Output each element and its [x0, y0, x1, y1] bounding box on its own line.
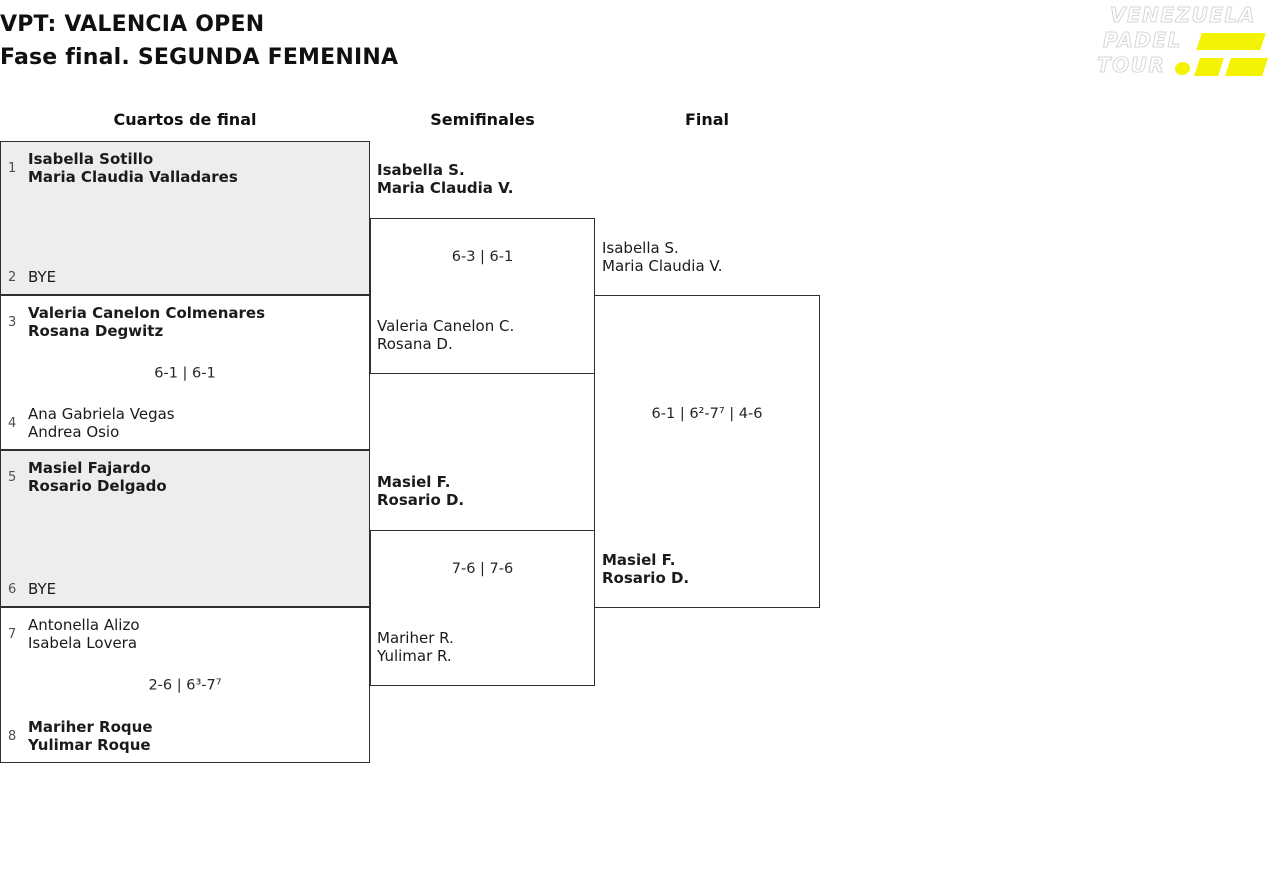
player-name: Isabella S.: [602, 239, 679, 257]
sf2-top-team: Masiel F. Rosario D.: [377, 473, 464, 509]
seed-number: 4: [8, 415, 17, 431]
player-name: Rosario D.: [602, 569, 690, 587]
player-name: Maria Claudia V.: [602, 257, 723, 275]
qf-match-4-box: 7 Antonella Alizo Isabela Lovera 2-6 | 6…: [0, 607, 370, 763]
player-name: Masiel F.: [602, 551, 676, 569]
logo-text-venezuela: VENEZUELA: [1110, 3, 1256, 28]
qf-match-3-box: 5 Masiel Fajardo Rosario Delgado 6 BYE: [0, 450, 370, 607]
player-name: BYE: [28, 580, 57, 598]
logo-yellow-bar-icon: [1225, 58, 1268, 76]
player-name: Mariher Roque: [28, 718, 153, 736]
seed-number: 1: [8, 160, 17, 176]
seed-number: 5: [8, 469, 17, 485]
tournament-name: VPT: VALENCIA OPEN: [0, 12, 265, 37]
sf-match-1-box: [370, 218, 595, 374]
match-score: 7-6 | 7-6: [451, 561, 514, 577]
sf1-top-team: Isabella S. Maria Claudia V.: [377, 161, 513, 197]
player-name: Maria Claudia Valladares: [28, 168, 238, 186]
player-name: Isabela Lovera: [28, 634, 138, 652]
venezuela-padel-tour-logo: VENEZUELA PADEL TOUR: [1095, 2, 1280, 84]
qf1-top-slot: 1 Isabella Sotillo Maria Claudia Vallada…: [1, 150, 369, 186]
logo-yellow-bar-icon: [1194, 58, 1224, 76]
player-name: Maria Claudia V.: [377, 179, 514, 197]
player-name: Yulimar R.: [377, 647, 452, 665]
team-players: Ana Gabriela Vegas Andrea Osio: [28, 405, 175, 441]
sf1-bottom-team: Valeria Canelon C. Rosana D.: [377, 317, 514, 353]
sf-match-2-box: [370, 530, 595, 686]
team-players: BYE: [28, 268, 56, 286]
team-players: Masiel Fajardo Rosario Delgado: [28, 459, 167, 495]
player-name: Ana Gabriela Vegas: [28, 405, 175, 423]
player-name: Rosana Degwitz: [28, 322, 164, 340]
team-players: Mariher Roque Yulimar Roque: [28, 718, 153, 754]
seed-number: 6: [8, 581, 17, 597]
player-name: Rosario Delgado: [28, 477, 167, 495]
player-name: Valeria Canelon C.: [377, 317, 515, 335]
logo-yellow-bar-icon: [1196, 33, 1266, 50]
phase-category: Fase final. SEGUNDA FEMENINA: [0, 45, 399, 70]
player-name: Andrea Osio: [28, 423, 120, 441]
match-score: 6-1 | 6-1: [154, 364, 216, 381]
player-name: Antonella Alizo: [28, 616, 140, 634]
logo-text-tour: TOUR: [1096, 53, 1166, 78]
team-players: Isabella Sotillo Maria Claudia Valladare…: [28, 150, 238, 186]
qf3-top-slot: 5 Masiel Fajardo Rosario Delgado: [1, 459, 369, 495]
match-score: 2-6 | 6³-7⁷: [148, 677, 222, 694]
player-name: Yulimar Roque: [28, 736, 151, 754]
logo-text-padel: PADEL: [1103, 28, 1182, 53]
match-score: 6-1 | 6²-7⁷ | 4-6: [651, 406, 763, 422]
match-score: 6-3 | 6-1: [451, 249, 514, 265]
qf2-bottom-slot: 4 Ana Gabriela Vegas Andrea Osio: [1, 405, 369, 441]
player-name: Rosana D.: [377, 335, 453, 353]
qf-match-2-box: 3 Valeria Canelon Colmenares Rosana Degw…: [0, 295, 370, 450]
qf1-bottom-slot: 2 BYE: [1, 268, 369, 286]
page-title: VPT: VALENCIA OPEN Fase final. SEGUNDA F…: [0, 8, 398, 74]
player-name: Valeria Canelon Colmenares: [28, 304, 265, 322]
logo-yellow-dot-icon: [1173, 60, 1192, 77]
qf4-bottom-slot: 8 Mariher Roque Yulimar Roque: [1, 718, 369, 754]
team-players: Antonella Alizo Isabela Lovera: [28, 616, 140, 652]
round-header-semifinales: Semifinales: [430, 110, 535, 129]
round-header-cuartos: Cuartos de final: [113, 110, 257, 129]
seed-number: 7: [8, 626, 17, 642]
player-name: BYE: [28, 268, 57, 286]
final-match-box: [594, 295, 820, 608]
seed-number: 8: [8, 728, 17, 744]
seed-number: 2: [8, 269, 17, 285]
team-players: BYE: [28, 580, 56, 598]
player-name: Rosario D.: [377, 491, 465, 509]
player-name: Isabella S.: [377, 161, 465, 179]
player-name: Mariher R.: [377, 629, 454, 647]
seed-number: 3: [8, 314, 17, 330]
player-name: Masiel F.: [377, 473, 451, 491]
final-top-team: Isabella S. Maria Claudia V.: [602, 239, 723, 275]
qf3-bottom-slot: 6 BYE: [1, 580, 369, 598]
player-name: Masiel Fajardo: [28, 459, 151, 477]
qf2-top-slot: 3 Valeria Canelon Colmenares Rosana Degw…: [1, 304, 369, 340]
qf-match-1-box: 1 Isabella Sotillo Maria Claudia Vallada…: [0, 141, 370, 295]
round-header-final: Final: [684, 110, 730, 129]
qf4-top-slot: 7 Antonella Alizo Isabela Lovera: [1, 616, 369, 652]
team-players: Valeria Canelon Colmenares Rosana Degwit…: [28, 304, 265, 340]
final-bottom-team: Masiel F. Rosario D.: [602, 551, 689, 587]
player-name: Isabella Sotillo: [28, 150, 154, 168]
sf2-bottom-team: Mariher R. Yulimar R.: [377, 629, 454, 665]
